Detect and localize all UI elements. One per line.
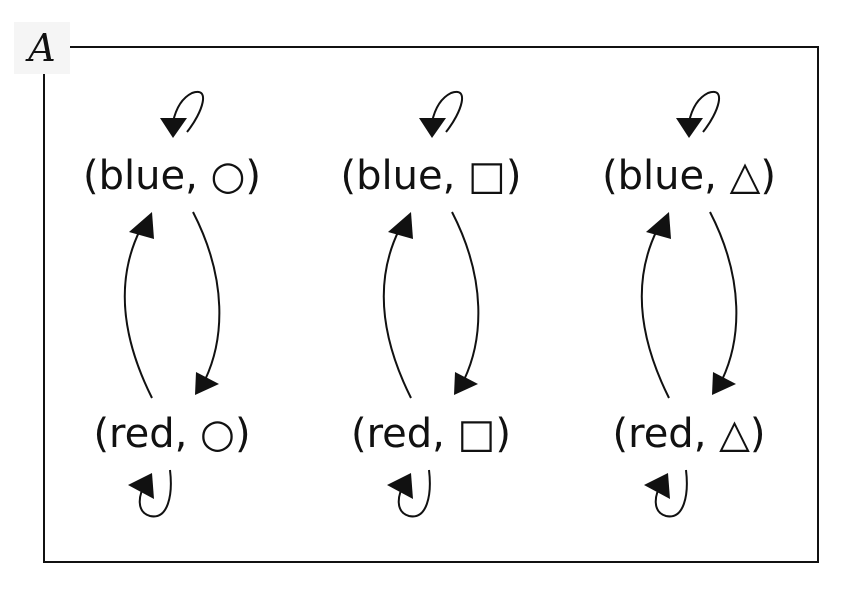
edge-red-to-blue-circle (123, 229, 153, 399)
node-red-circle: (red, ○) (93, 411, 251, 457)
arrowhead-to-red-circle (195, 372, 219, 395)
edge-blue-to-red-triangle (709, 211, 738, 381)
edge-blue-to-red-circle (192, 211, 221, 381)
edge-blue-to-red-square (451, 211, 480, 381)
self-loop-red-triangle (654, 469, 688, 518)
arrowhead-to-blue-triangle (646, 212, 671, 239)
edge-red-to-blue-square (382, 229, 412, 399)
arrowhead-red-triangle-loop (644, 473, 670, 499)
self-loop-red-square (397, 469, 431, 518)
node-red-triangle: (red, △) (612, 411, 766, 457)
arrowhead-blue-square-loop (419, 118, 446, 138)
arrowhead-red-circle-loop (128, 473, 154, 499)
set-frame (43, 46, 819, 563)
arrowhead-to-blue-square (388, 212, 413, 239)
node-blue-triangle: (blue, △) (602, 153, 776, 199)
self-loop-blue-triangle (688, 90, 720, 133)
self-loop-blue-square (431, 90, 463, 133)
edge-red-to-blue-triangle (640, 229, 670, 399)
arrowhead-to-red-triangle (712, 372, 736, 395)
arrowhead-red-square-loop (387, 473, 413, 499)
node-red-square: (red, □) (351, 411, 511, 457)
arrowhead-to-blue-circle (129, 212, 154, 239)
set-label: A (14, 22, 70, 74)
arrowhead-blue-circle-loop (160, 118, 187, 138)
self-loop-blue-circle (172, 90, 204, 133)
self-loop-red-circle (138, 469, 172, 518)
arrowhead-to-red-square (454, 372, 478, 395)
arrowhead-blue-triangle-loop (676, 118, 703, 138)
node-blue-circle: (blue, ○) (82, 153, 262, 199)
node-blue-square: (blue, □) (340, 153, 522, 199)
